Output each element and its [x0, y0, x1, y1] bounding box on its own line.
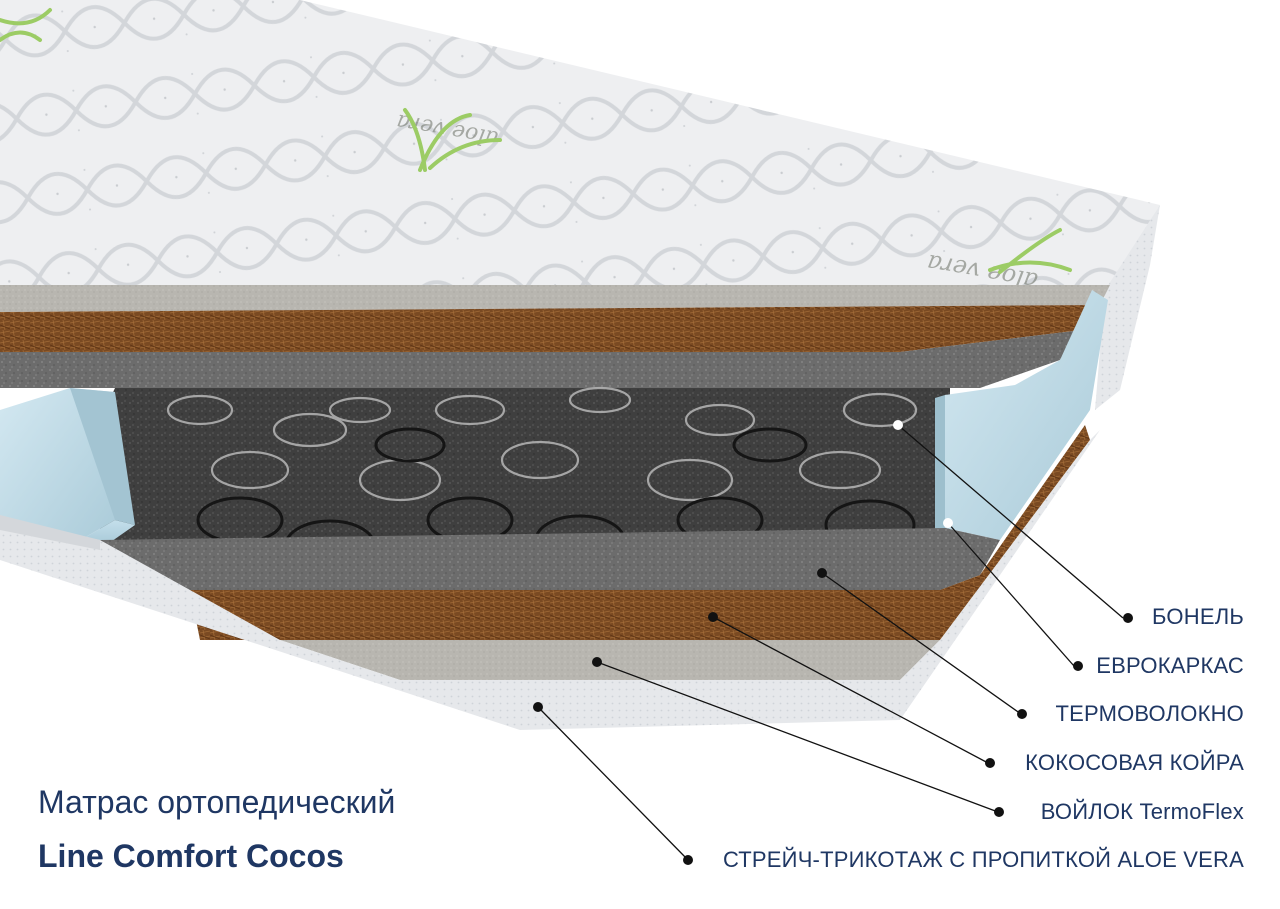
- leader-dot-icon: [893, 420, 903, 430]
- product-name-title: Line Comfort Cocos: [38, 838, 344, 874]
- cover-side-edge: [1095, 205, 1160, 410]
- leader-lines: [537, 424, 1124, 861]
- quilted-top-cover: [0, 0, 1160, 285]
- aloe-leaf-icon: [988, 228, 1072, 274]
- top-coconut-layer: [0, 305, 1100, 352]
- leader-line-coconut: [712, 616, 989, 764]
- leader-dot-icon: [985, 758, 995, 768]
- spring-coil-icon: [842, 392, 918, 428]
- label-stretch-knit: СТРЕЙЧ-ТРИКОТАЖ С ПРОПИТКОЙ ALOE VERA: [722, 847, 1244, 872]
- spring-coil-icon: [374, 427, 446, 463]
- spring-coil-icon: [684, 403, 756, 437]
- leader-dot-icon: [533, 702, 543, 712]
- top-fiber-layer: [0, 330, 1082, 388]
- product-type-title: Матрас ортопедический: [38, 784, 396, 820]
- spring-coil-icon: [328, 396, 392, 424]
- label-thermofiber: ТЕРМОВОЛОКНО: [1055, 701, 1244, 726]
- leader-dot-icon: [683, 855, 693, 865]
- top-felt-layer: [0, 285, 1110, 312]
- spring-coil-icon: [434, 394, 506, 426]
- foam-frame-right: [935, 290, 1108, 540]
- leader-line-fiber: [821, 572, 1022, 715]
- spring-coils: [166, 386, 918, 502]
- spring-coil-icon: [210, 450, 290, 490]
- spring-coil-icon: [272, 412, 348, 448]
- leader-dot-icon: [817, 568, 827, 578]
- aloe-leaf-icon: [403, 108, 502, 172]
- aloe-print-3: aloe vera: [0, 8, 52, 42]
- aloe-leaf-icon: [0, 8, 52, 42]
- label-felt-termoflex: ВОЙЛОК TermoFlex: [1040, 799, 1244, 824]
- label-eurocarcass: ЕВРОКАРКАС: [1096, 653, 1244, 678]
- leader-line-bonnel: [897, 424, 1124, 619]
- spring-coil-icon: [732, 427, 808, 463]
- spring-coil-icon: [500, 440, 580, 480]
- spring-coil-icon: [568, 386, 632, 414]
- leader-dot-icon: [1017, 709, 1027, 719]
- leader-line-felt: [596, 661, 999, 813]
- leader-line-eurocarcass: [947, 522, 1075, 667]
- leader-dot-icon: [943, 518, 953, 528]
- leader-dot-icon: [708, 612, 718, 622]
- bottom-edge-shade: [0, 515, 100, 550]
- spring-coil-icon: [798, 450, 882, 490]
- spring-coil-icon: [166, 394, 234, 426]
- leader-dot-icon: [994, 807, 1004, 817]
- label-bonnel: БОНЕЛЬ: [1152, 604, 1244, 629]
- leader-dots: [533, 420, 1133, 865]
- leader-dot-icon: [592, 657, 602, 667]
- spring-coil-icon: [646, 458, 734, 502]
- bottom-fiber-layer: [100, 528, 1000, 590]
- label-coconut-coir: КОКОСОВАЯ КОЙРА: [1025, 750, 1244, 775]
- leader-dot-icon: [1073, 661, 1083, 671]
- bottom-coconut-layer: [190, 425, 1090, 640]
- leader-line-knit: [537, 706, 689, 861]
- leader-dot-icon: [1123, 613, 1133, 623]
